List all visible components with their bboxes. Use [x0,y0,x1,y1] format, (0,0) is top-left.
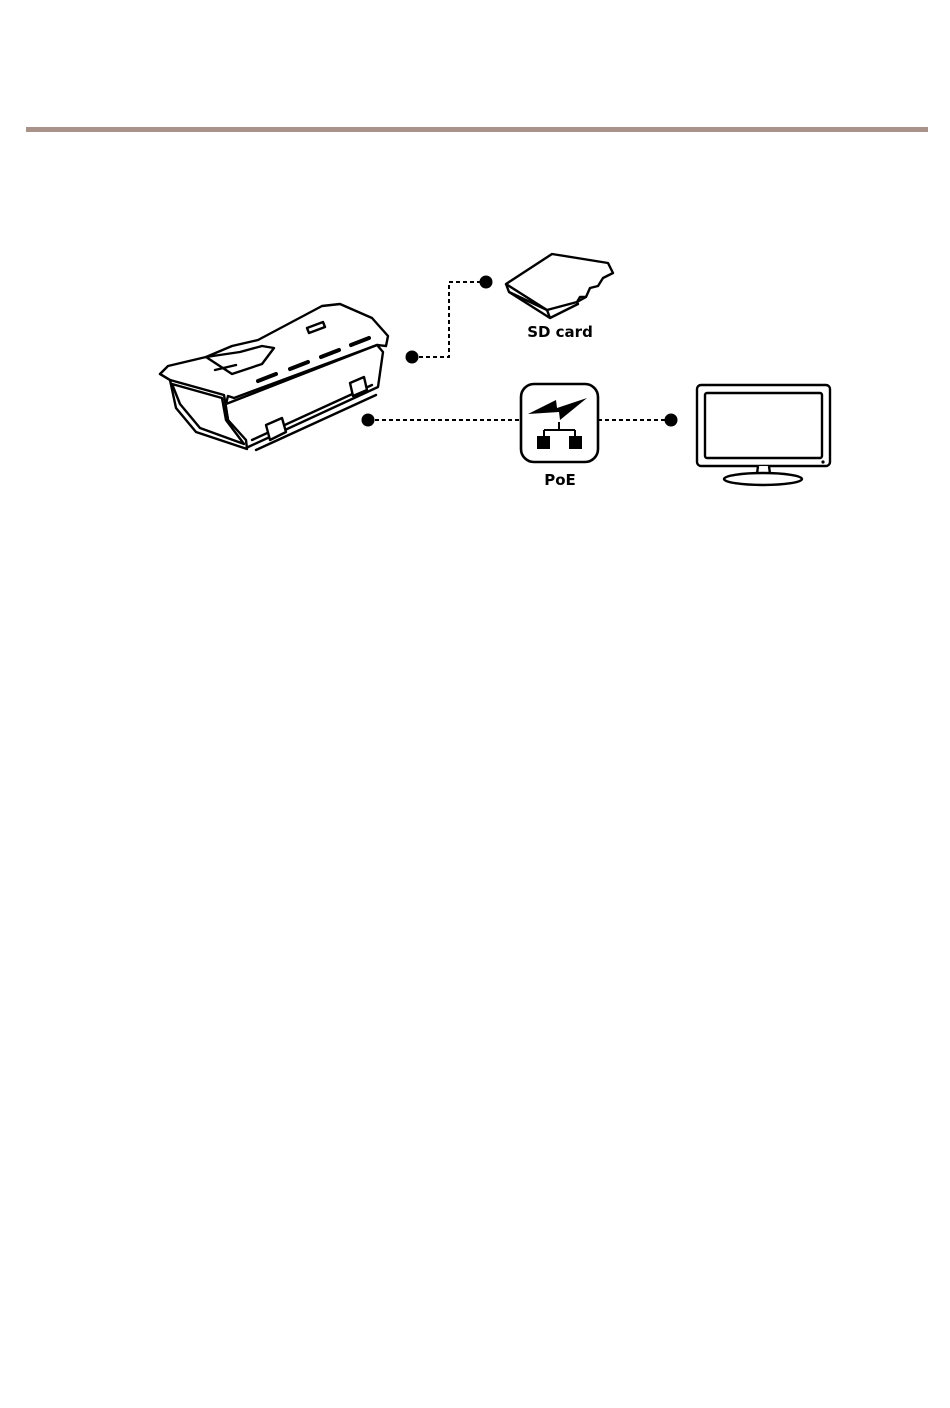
connection-diagram: SD card PoE [0,0,950,600]
camera-housing-icon [160,304,388,450]
sd-card-label: SD card [527,323,593,341]
sd-card-icon [506,254,613,318]
connector-camera-sd [406,276,493,364]
connector-camera-poe [362,414,522,427]
connector-poe-monitor [598,414,678,427]
poe-switch-icon [521,384,598,462]
monitor-icon [697,385,830,485]
poe-label: PoE [544,471,576,489]
